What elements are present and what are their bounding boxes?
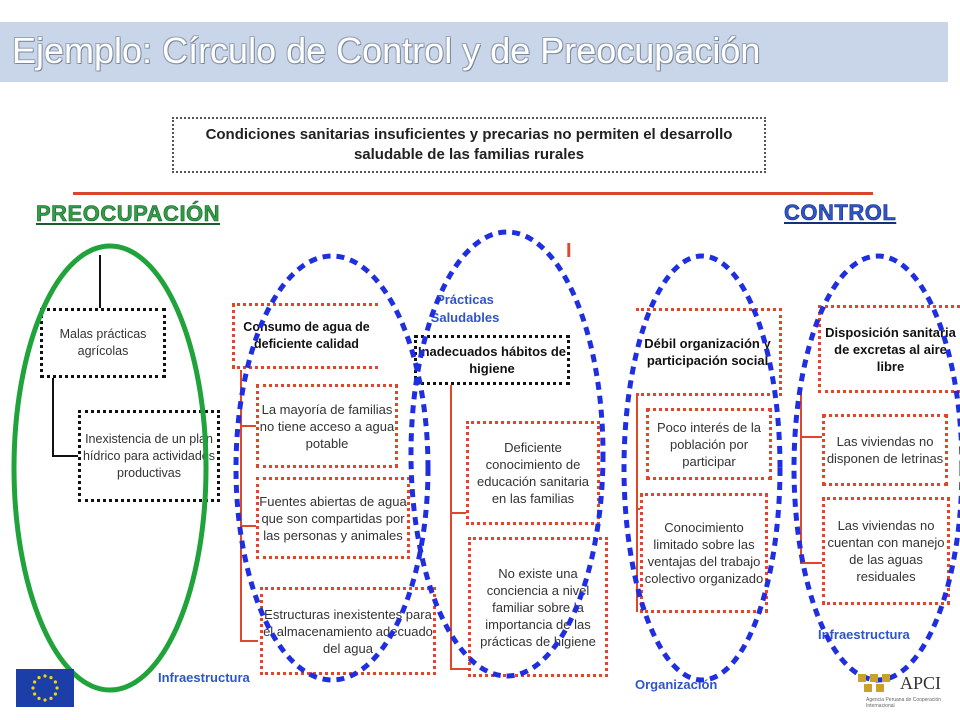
estructuras-box: Estructuras inexistentes para el almacen… [260, 587, 436, 675]
deficiente-conocimiento-box: Deficiente conocimiento de educación san… [466, 421, 600, 525]
connector [99, 255, 101, 310]
fuentes-abiertas-box: Fuentes abiertas de agua que son compart… [256, 477, 410, 559]
apci-logo-icon [856, 672, 896, 698]
poco-interes-box: Poco interés de la población por partici… [646, 408, 772, 480]
consumo-agua-header: Consumo de agua de deficiente calidad [232, 303, 378, 369]
debil-organizacion-header: Débil organización y participación socia… [636, 308, 782, 396]
organizacion-label: Organización [635, 677, 718, 692]
conciencia-familiar-box: No existe una conciencia a nivel familia… [468, 537, 608, 677]
connector [800, 436, 822, 438]
connector [800, 393, 802, 563]
marker: I [566, 240, 572, 262]
apci-logo-subtext: Agencia Peruana de Cooperación Internaci… [866, 697, 942, 709]
letrinas-box: Las viviendas no disponen de letrinas [822, 414, 948, 486]
infraestructura-label-right: Infraestructura [818, 627, 910, 642]
inexistencia-box: Inexistencia de un plan hídrico para act… [78, 410, 220, 502]
preocupacion-heading: PREOCUPACIÓN [36, 201, 221, 227]
malas-practicas-box: Malas prácticas agrícolas [40, 308, 166, 378]
connector [52, 455, 80, 457]
disposicion-excretas-header: Disposición sanitaria de excretas al air… [818, 305, 960, 393]
connector [800, 562, 822, 564]
connector [450, 668, 468, 670]
conocimiento-limitado-box: Conocimiento limitado sobre las ventajas… [640, 493, 768, 613]
title-bar [0, 22, 948, 82]
infraestructura-label-left: Infraestructura [158, 670, 250, 685]
acceso-agua-box: La mayoría de familias no tiene acceso a… [256, 384, 398, 468]
habitos-higiene-header: Inadecuados hábitos de higiene [414, 335, 570, 385]
slide-title: Ejemplo: Círculo de Control y de Preocup… [12, 30, 761, 71]
control-heading: CONTROL [784, 200, 897, 226]
connector [636, 396, 638, 612]
eu-flag-icon [16, 669, 74, 707]
connector [450, 385, 452, 670]
apci-logo-text: APCI [900, 673, 942, 693]
connector [240, 370, 242, 642]
connector [240, 640, 258, 642]
connector [52, 378, 54, 456]
problem-statement: Condiciones sanitarias insuficientes y p… [172, 117, 766, 173]
divider-line [73, 192, 873, 195]
practicas-saludables-label: Prácticas Saludables [430, 292, 500, 325]
aguas-residuales-box: Las viviendas no cuentan con manejo de l… [822, 497, 950, 605]
